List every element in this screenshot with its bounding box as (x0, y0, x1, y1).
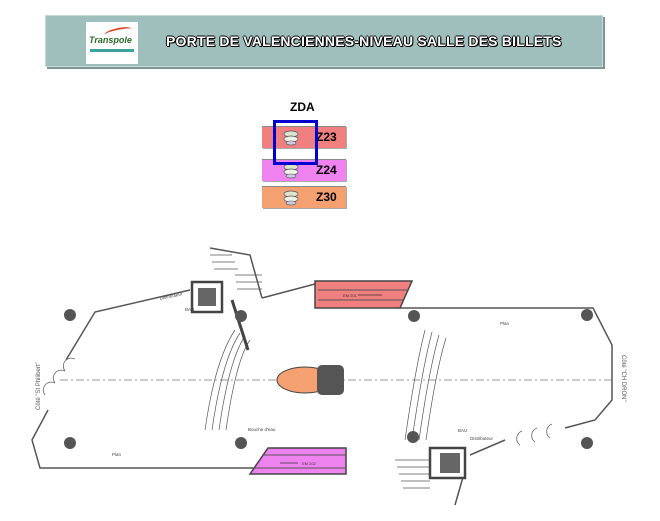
plan-label: Plan (500, 321, 510, 326)
smoke-detector-icon (283, 130, 299, 146)
distributor-label: Distributeur (470, 436, 494, 441)
ticket-booth (317, 365, 344, 395)
side-label-right: Côté "CH DRON" (620, 355, 626, 402)
zone-label: Z24 (316, 163, 337, 177)
transpole-logo: Transpole (86, 22, 138, 64)
smoke-detector-icon (283, 163, 299, 179)
bau-label: BAU (185, 307, 194, 312)
zone-z30[interactable]: Z30 (262, 186, 346, 208)
escalator-em201-label: EM 201 (343, 293, 358, 298)
escalator-em201 (314, 280, 414, 309)
bau-label: BAU (458, 428, 467, 433)
escalator-em202 (248, 447, 347, 475)
header-banner: Transpole PORTE DE VALENCIENNES-NIVEAU S… (45, 15, 603, 67)
page-title: PORTE DE VALENCIENNES-NIVEAU SALLE DES B… (166, 33, 562, 49)
zone-label: Z30 (316, 190, 337, 204)
elevator-left (190, 280, 224, 314)
smoke-detector-icon (283, 190, 299, 206)
zone-z23[interactable]: Z23 (262, 126, 346, 148)
side-label-left: Côté "St Philibert" (36, 362, 42, 410)
zone-group-title: ZDA (290, 100, 315, 114)
escalator-em202-label: EM 202 (302, 461, 317, 466)
water-label: Bouche d'eau (248, 427, 276, 432)
zone-label: Z23 (316, 130, 337, 144)
zone-selection-highlight (273, 120, 318, 165)
column-markers (64, 309, 593, 449)
distributor-label: Distributeur (159, 291, 183, 301)
plan-label: Plan (112, 452, 122, 457)
